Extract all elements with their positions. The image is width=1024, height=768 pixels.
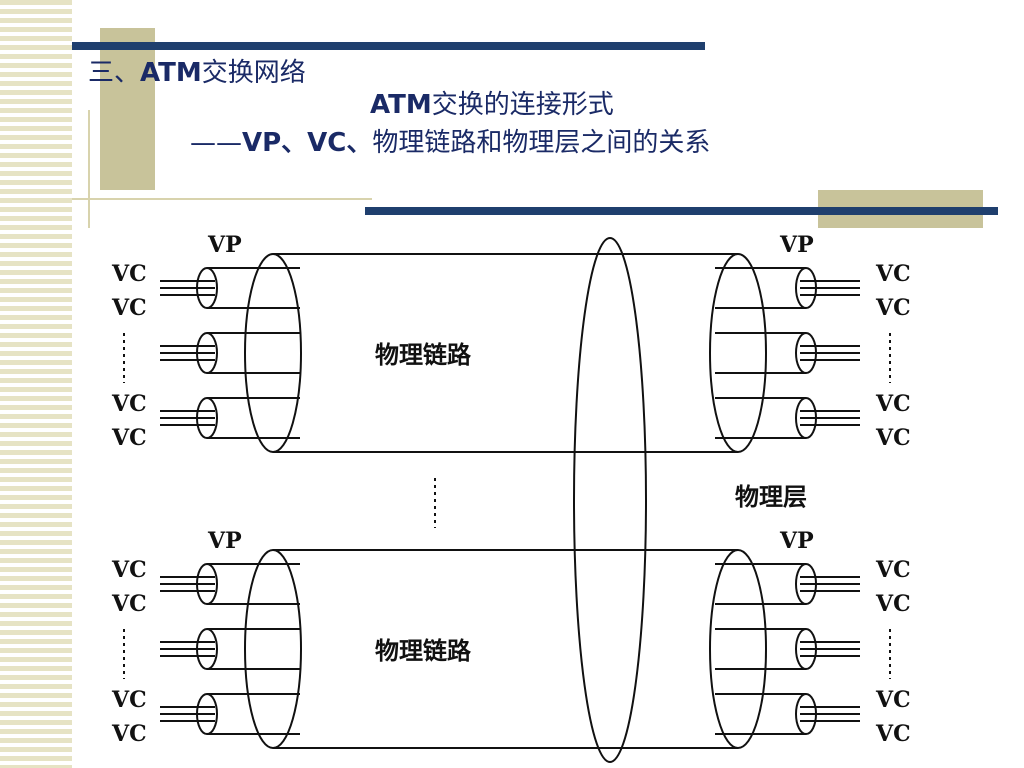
right-vc-label: VC	[875, 591, 911, 617]
slide-title: ATM交换的连接形式	[370, 90, 614, 120]
right-vp-label: VP	[779, 528, 814, 554]
tan-block-left-decoration	[100, 28, 155, 190]
top-navy-bar	[72, 42, 705, 50]
right-vc-label: VC	[875, 687, 911, 713]
right-vc-label: VC	[875, 391, 911, 417]
left-vp-label: VP	[207, 528, 242, 554]
right-vc-label: VC	[875, 261, 911, 287]
physical-layer-label: 物理层	[735, 483, 807, 511]
left-vc-label: VC	[111, 295, 147, 321]
physical-link-label: 物理链路	[375, 637, 472, 665]
left-vp-label: VP	[207, 232, 242, 258]
left-vc-label: VC	[111, 425, 147, 451]
left-vc-label: VC	[111, 261, 147, 287]
left-vc-label: VC	[111, 591, 147, 617]
right-vc-label: VC	[875, 425, 911, 451]
left-vc-label: VC	[111, 721, 147, 747]
physical-link-label: 物理链路	[375, 341, 472, 369]
link-pipe-left-end	[244, 253, 302, 453]
section-title: 三、ATM交换网络	[88, 58, 306, 88]
thin-vertical-line-decoration	[88, 110, 90, 228]
left-vc-label: VC	[111, 687, 147, 713]
slide-subtitle: ——VP、VC、物理链路和物理层之间的关系	[190, 128, 711, 158]
right-vp-label: VP	[779, 232, 814, 258]
left-stripe-decoration	[0, 0, 72, 768]
right-vc-label: VC	[875, 557, 911, 583]
physical-layer-ring	[573, 237, 647, 763]
right-vc-label: VC	[875, 721, 911, 747]
link-pipe-left-end	[244, 549, 302, 749]
bottom-navy-bar	[365, 207, 998, 215]
link-pipe-right-end	[709, 549, 767, 749]
link-pipe-right-end	[709, 253, 767, 453]
left-vc-label: VC	[111, 391, 147, 417]
right-vc-label: VC	[875, 295, 911, 321]
left-vc-label: VC	[111, 557, 147, 583]
thin-line-decoration	[72, 198, 372, 200]
